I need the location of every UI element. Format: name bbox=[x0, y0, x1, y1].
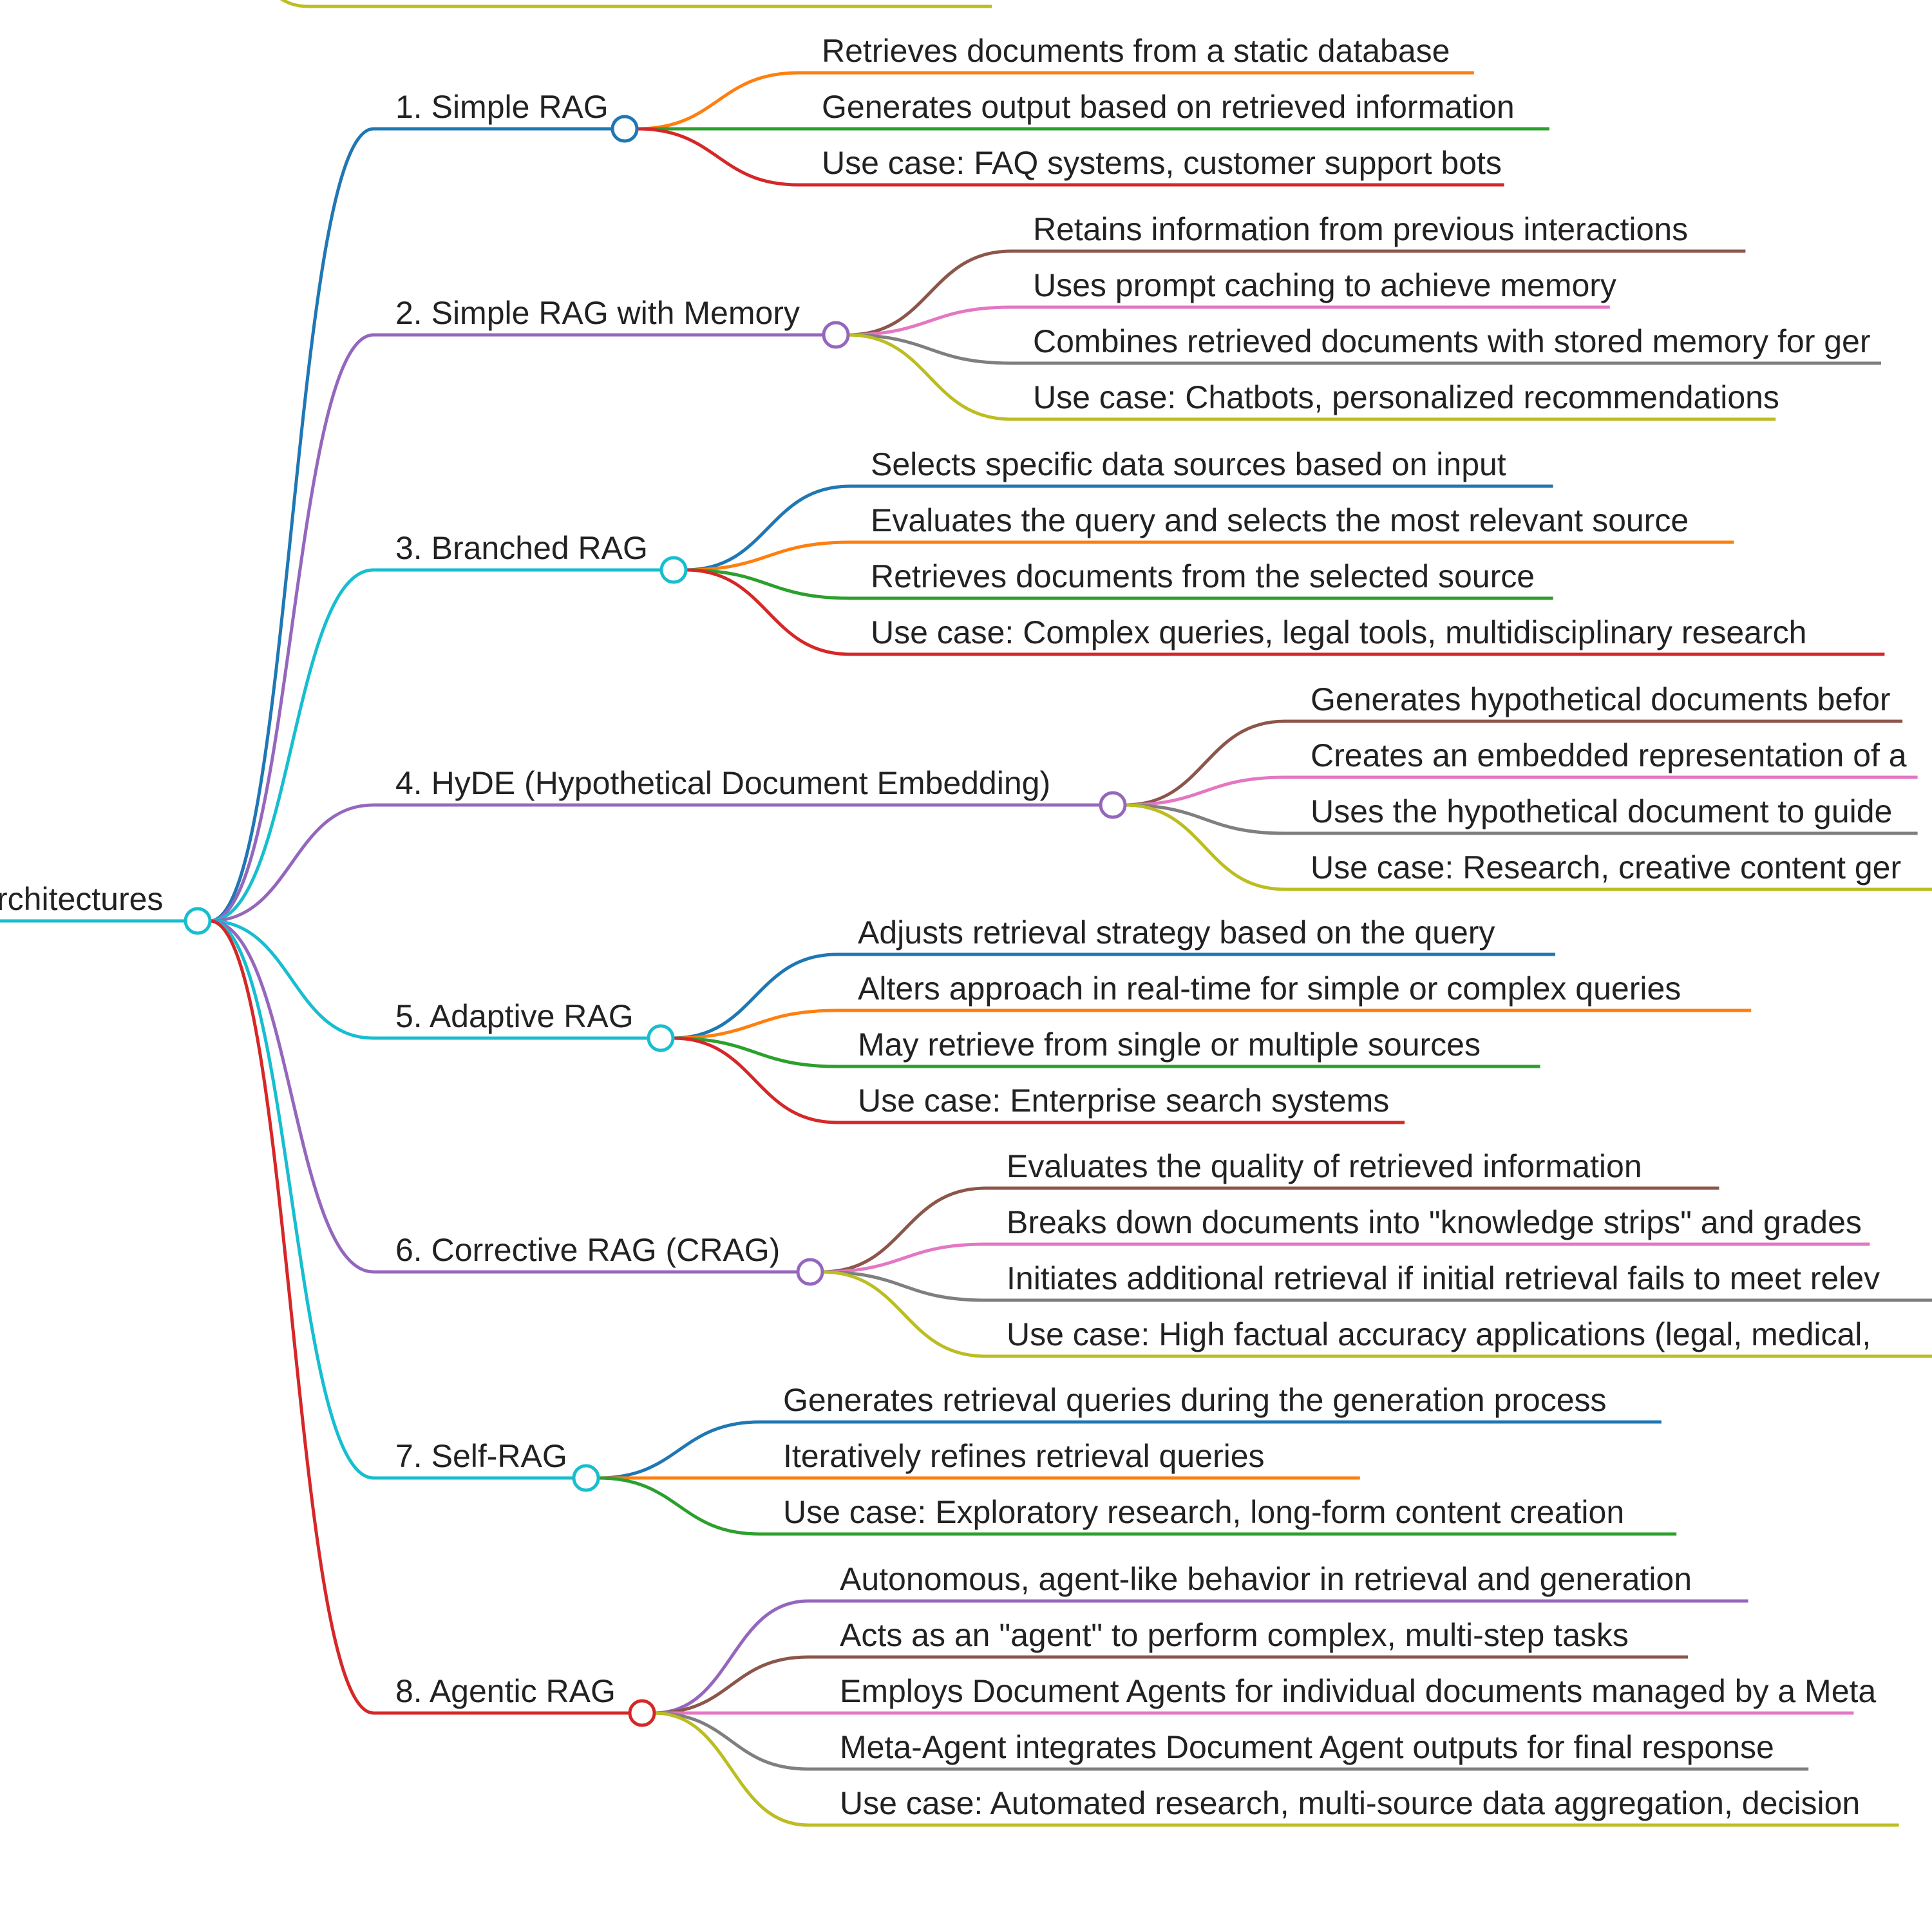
branch-link bbox=[209, 803, 374, 923]
leaf-link bbox=[685, 568, 851, 656]
leaf-link bbox=[822, 1270, 986, 1302]
leaf-label: Alters approach in real-time for simple … bbox=[858, 971, 1681, 1007]
leaf-label: Selects specific data sources based on i… bbox=[871, 446, 1506, 482]
leaf-link bbox=[654, 1655, 809, 1715]
leaf-link bbox=[654, 1711, 809, 1771]
branch-label: 5. Adaptive RAG bbox=[395, 998, 634, 1034]
leaf-link bbox=[848, 249, 1012, 337]
branch-link bbox=[209, 127, 374, 923]
branch-toggle-circle[interactable] bbox=[1099, 791, 1127, 819]
leaf-link bbox=[822, 1270, 986, 1358]
leaf-label: Combines retrieved documents with stored… bbox=[1033, 323, 1871, 359]
leaf-link bbox=[848, 333, 1012, 365]
leaf-link bbox=[685, 568, 851, 600]
branch-toggle-circle[interactable] bbox=[647, 1024, 675, 1052]
leaf-label: Use case: Complex queries, legal tools, … bbox=[871, 614, 1806, 650]
branch-link bbox=[209, 919, 374, 1480]
leaf-label: Use case: High factual accuracy applicat… bbox=[1007, 1316, 1871, 1352]
branch-label: 1. Simple RAG bbox=[395, 89, 609, 125]
leaf-link bbox=[654, 1711, 809, 1827]
leaf-link bbox=[672, 1009, 838, 1040]
leaf-link bbox=[685, 484, 851, 572]
leaf-label: Retrieves documents from a static databa… bbox=[822, 33, 1450, 69]
leaf-label: Generates hypothetical documents befor bbox=[1311, 681, 1891, 717]
leaf-link bbox=[848, 333, 1012, 421]
branch-toggle-circle[interactable] bbox=[822, 321, 850, 349]
branch-toggle-circle[interactable] bbox=[572, 1464, 600, 1492]
leaf-label: Evaluates the quality of retrieved infor… bbox=[1007, 1148, 1642, 1184]
leaf-link bbox=[848, 305, 1012, 337]
branch-toggle-circle[interactable] bbox=[611, 115, 639, 143]
leaf-label: Use case: FAQ systems, customer support … bbox=[822, 145, 1502, 181]
leaf-label: Uses the hypothetical document to guide bbox=[1311, 793, 1892, 829]
branch-link bbox=[209, 568, 374, 923]
branch-label: 6. Corrective RAG (CRAG) bbox=[395, 1232, 780, 1268]
leaf-label: Acts as an "agent" to perform complex, m… bbox=[840, 1617, 1629, 1653]
leaf-link bbox=[672, 1036, 838, 1068]
leaf-link bbox=[672, 1036, 838, 1124]
leaf-label: Use case: Chatbots, personalized recomme… bbox=[1033, 379, 1779, 415]
leaf-label: Use case: Automated research, multi-sour… bbox=[840, 1785, 1860, 1821]
leaf-label: Iteratively refines retrieval queries bbox=[783, 1438, 1265, 1474]
root-node-label: rchitectures bbox=[0, 881, 163, 917]
branch-label: 8. Agentic RAG bbox=[395, 1673, 616, 1709]
leaf-label: Creates an embedded representation of a bbox=[1311, 737, 1907, 773]
leaf-link bbox=[1124, 775, 1285, 807]
leaf-link bbox=[654, 1599, 809, 1715]
leaf-label: Adjusts retrieval strategy based on the … bbox=[858, 914, 1495, 951]
leaf-link bbox=[822, 1242, 986, 1274]
branch-toggle-circle[interactable] bbox=[659, 556, 688, 584]
leaf-link bbox=[1124, 803, 1285, 835]
offscreen-branch-link bbox=[279, 0, 992, 8]
leaf-label: May retrieve from single or multiple sou… bbox=[858, 1027, 1481, 1063]
branch-toggle-circle[interactable] bbox=[796, 1258, 824, 1286]
branch-label: 7. Self-RAG bbox=[395, 1438, 567, 1474]
leaf-label: Initiates additional retrieval if initia… bbox=[1007, 1260, 1880, 1296]
leaf-label: Generates retrieval queries during the g… bbox=[783, 1382, 1607, 1418]
leaf-link bbox=[672, 952, 838, 1040]
leaf-label: Retains information from previous intera… bbox=[1033, 211, 1688, 247]
branch-link bbox=[209, 919, 374, 1040]
leaf-link bbox=[636, 127, 799, 187]
leaf-label: Use case: Exploratory research, long-for… bbox=[783, 1494, 1624, 1530]
leaf-link bbox=[598, 1476, 761, 1536]
leaf-label: Use case: Research, creative content ger bbox=[1311, 849, 1901, 886]
branch-link bbox=[209, 919, 374, 1274]
leaf-link bbox=[1124, 719, 1285, 807]
leaf-label: Autonomous, agent-like behavior in retri… bbox=[840, 1561, 1692, 1597]
leaf-label: Employs Document Agents for individual d… bbox=[840, 1673, 1876, 1709]
branch-link bbox=[209, 333, 374, 923]
leaf-label: Retrieves documents from the selected so… bbox=[871, 558, 1535, 594]
leaf-link bbox=[1124, 803, 1285, 891]
root-toggle-circle[interactable] bbox=[184, 907, 212, 935]
leaf-label: Breaks down documents into "knowledge st… bbox=[1007, 1204, 1862, 1240]
branch-link bbox=[209, 919, 374, 1715]
leaf-label: Meta-Agent integrates Document Agent out… bbox=[840, 1729, 1774, 1765]
leaf-label: Generates output based on retrieved info… bbox=[822, 89, 1515, 125]
branch-toggle-circle[interactable] bbox=[628, 1699, 656, 1727]
leaf-link bbox=[636, 71, 799, 131]
leaf-label: Uses prompt caching to achieve memory bbox=[1033, 267, 1616, 303]
leaf-link bbox=[598, 1420, 761, 1480]
leaf-label: Use case: Enterprise search systems bbox=[858, 1083, 1389, 1119]
branch-label: 3. Branched RAG bbox=[395, 530, 648, 566]
branch-label: 4. HyDE (Hypothetical Document Embedding… bbox=[395, 765, 1050, 801]
branch-label: 2. Simple RAG with Memory bbox=[395, 295, 800, 331]
leaf-link bbox=[685, 540, 851, 572]
leaf-label: Evaluates the query and selects the most… bbox=[871, 502, 1689, 538]
leaf-link bbox=[822, 1186, 986, 1274]
